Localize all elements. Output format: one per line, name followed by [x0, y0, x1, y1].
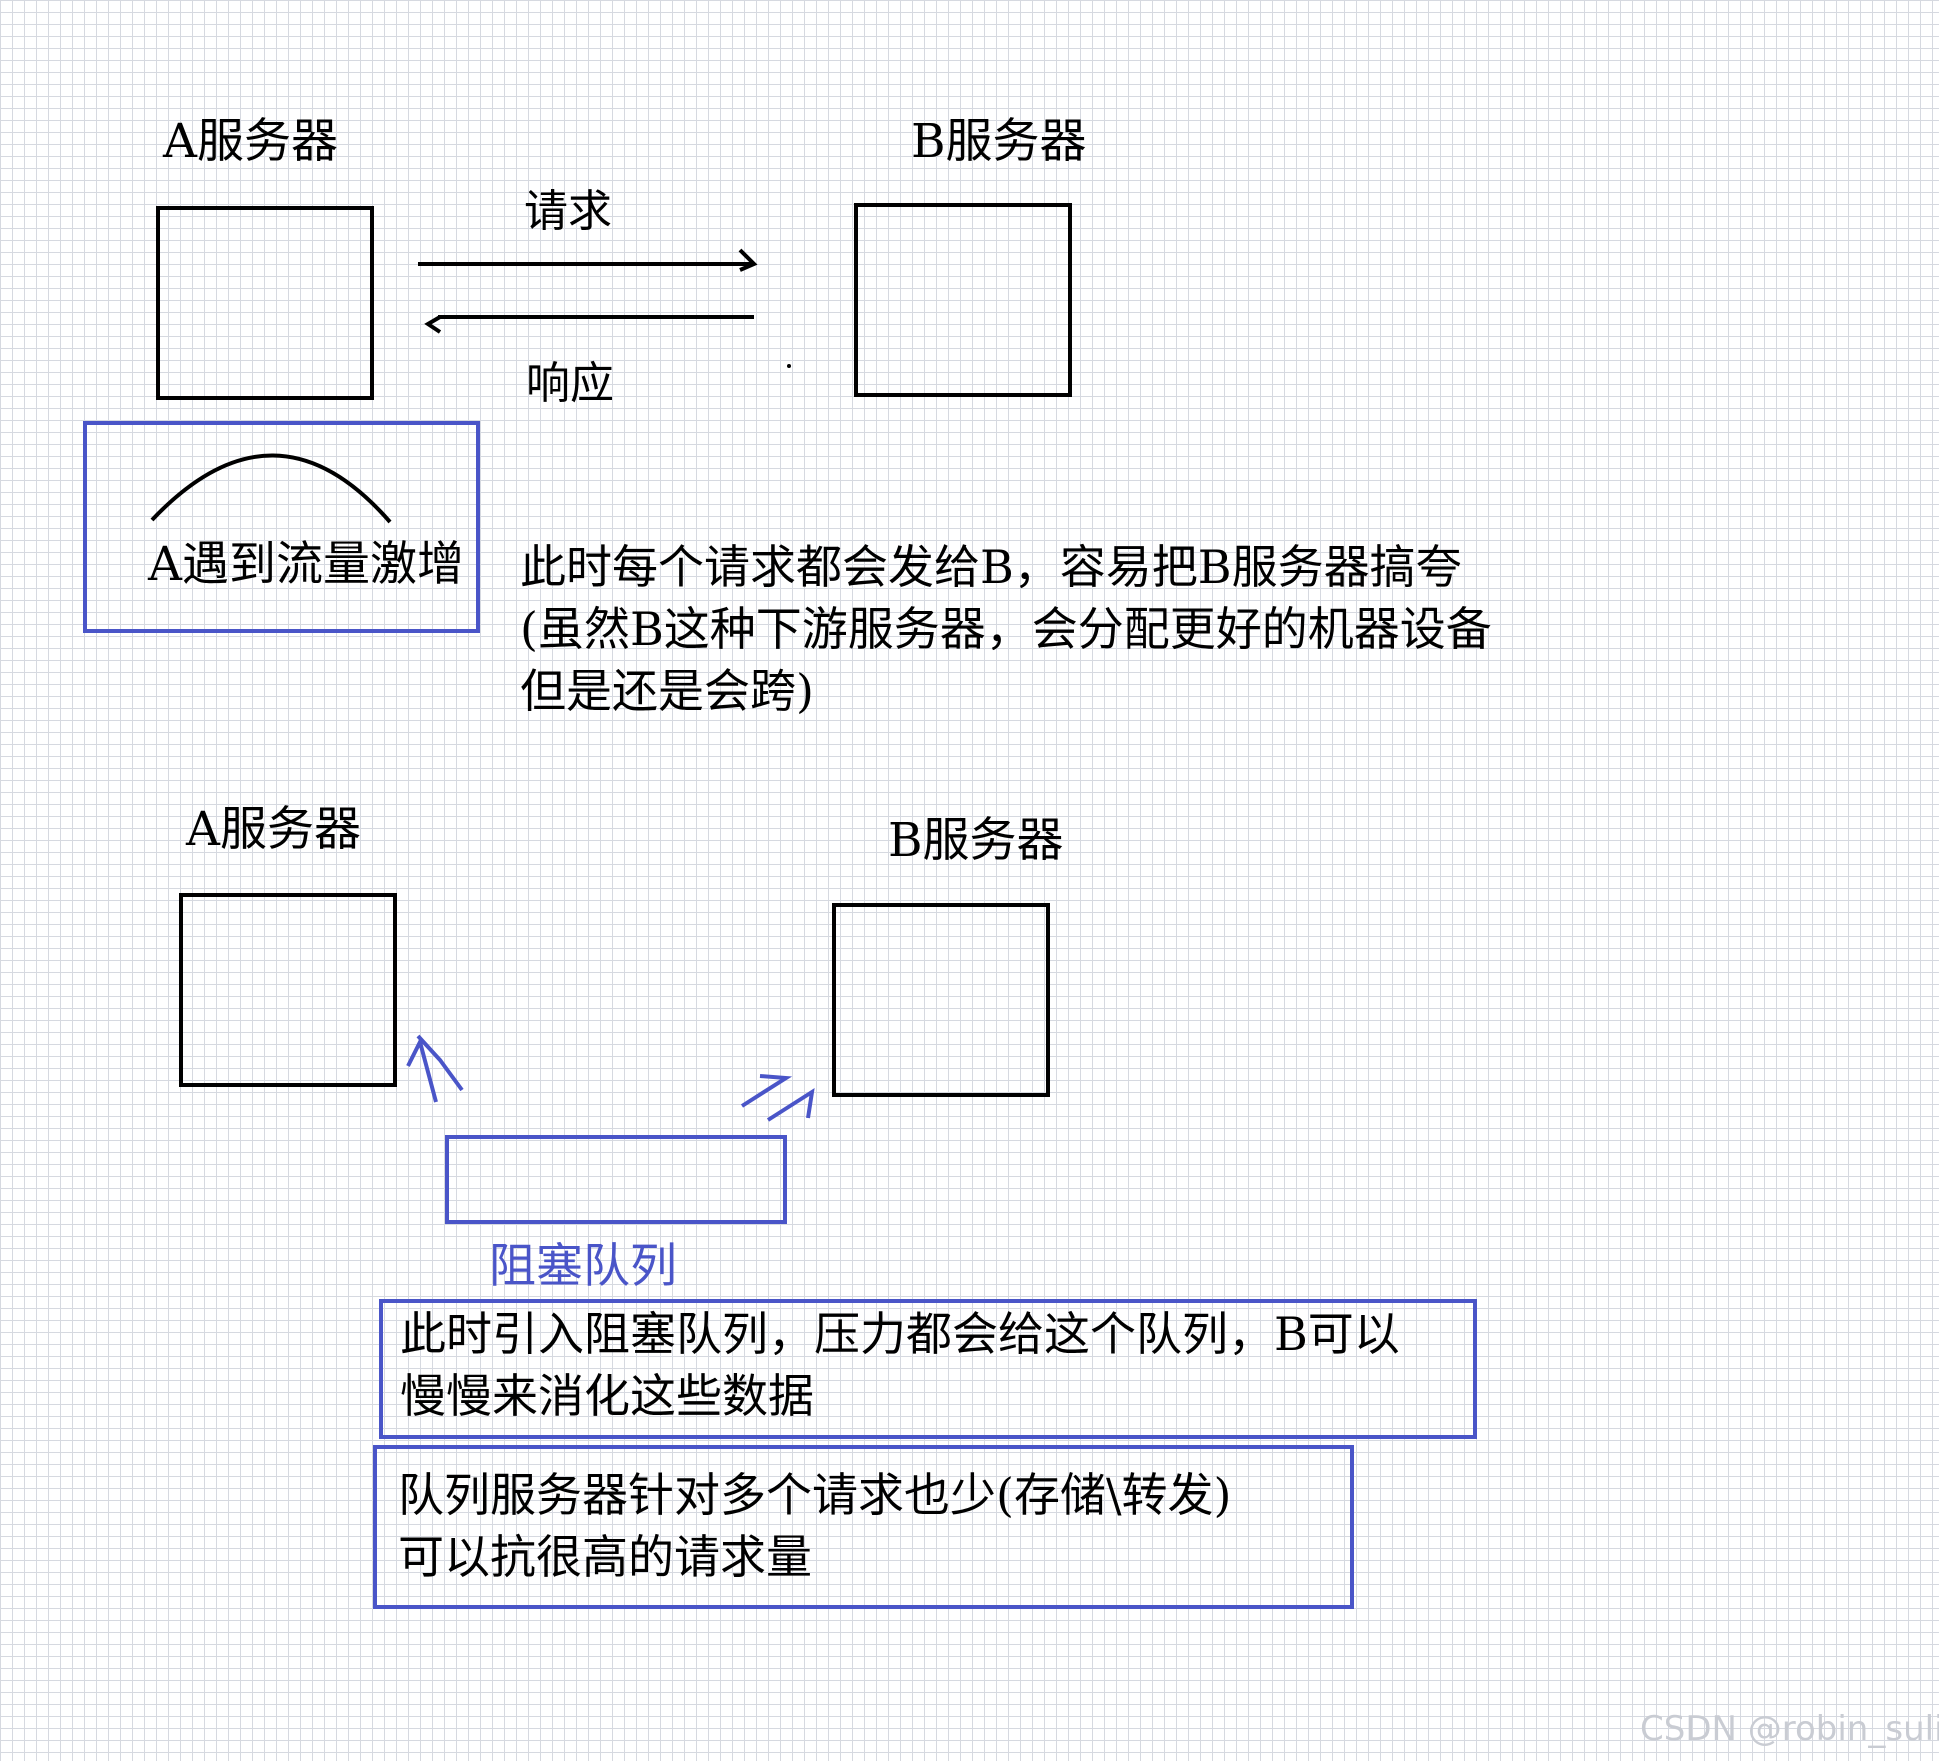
server-a-label: A服务器 [163, 114, 338, 169]
note1-line-1: 此时引入阻塞队列，压力都会给这个队列，B可以 [400, 1307, 1400, 1361]
blocking-queue-box [445, 1135, 787, 1224]
surge-box [83, 421, 480, 633]
server-a-box-2 [179, 893, 397, 1087]
note2-line-2: 可以抗很高的请求量 [398, 1530, 812, 1584]
response-arrow [424, 315, 754, 334]
note2-text: 队列服务器针对多个请求也少(存储\转发) 可以抗很高的请求量 [398, 1464, 1231, 1588]
server-a-box [156, 206, 374, 400]
queue-to-b-arrows [740, 1074, 815, 1122]
note2-line-1: 队列服务器针对多个请求也少(存储\转发) [398, 1468, 1232, 1522]
note1-line-2: 慢慢来消化这些数据 [400, 1369, 814, 1423]
explanation-line-1: 此时每个请求都会发给B，容易把B服务器搞夸 [520, 540, 1462, 594]
note1-box [379, 1299, 1477, 1439]
surge-label: A遇到流量激增 [148, 537, 464, 592]
stray-dot [787, 364, 791, 368]
a-to-queue-arrows [406, 1034, 464, 1103]
server-b-box [854, 203, 1072, 397]
server-b-label-2: B服务器 [888, 813, 1064, 868]
note2-box [373, 1445, 1354, 1609]
server-a-label-2: A服务器 [186, 802, 361, 857]
server-b-label: B服务器 [911, 114, 1087, 169]
queue-label: 阻塞队列 [489, 1239, 677, 1294]
note1-text: 此时引入阻塞队列，压力都会给这个队列，B可以 慢慢来消化这些数据 [400, 1303, 1400, 1427]
traffic-surge-curve [150, 453, 392, 524]
request-label: 请求 [524, 186, 612, 237]
explanation-text: 此时每个请求都会发给B，容易把B服务器搞夸 (虽然B这种下游服务器，会分配更好的… [520, 536, 1492, 722]
response-label: 响应 [526, 358, 614, 409]
server-b-box-2 [832, 903, 1050, 1097]
explanation-line-3: 但是还是会跨) [520, 664, 814, 718]
watermark: CSDN @robin_suli [1640, 1709, 1939, 1749]
explanation-line-2: (虽然B这种下游服务器，会分配更好的机器设备 [520, 602, 1492, 656]
request-arrow [418, 248, 758, 272]
